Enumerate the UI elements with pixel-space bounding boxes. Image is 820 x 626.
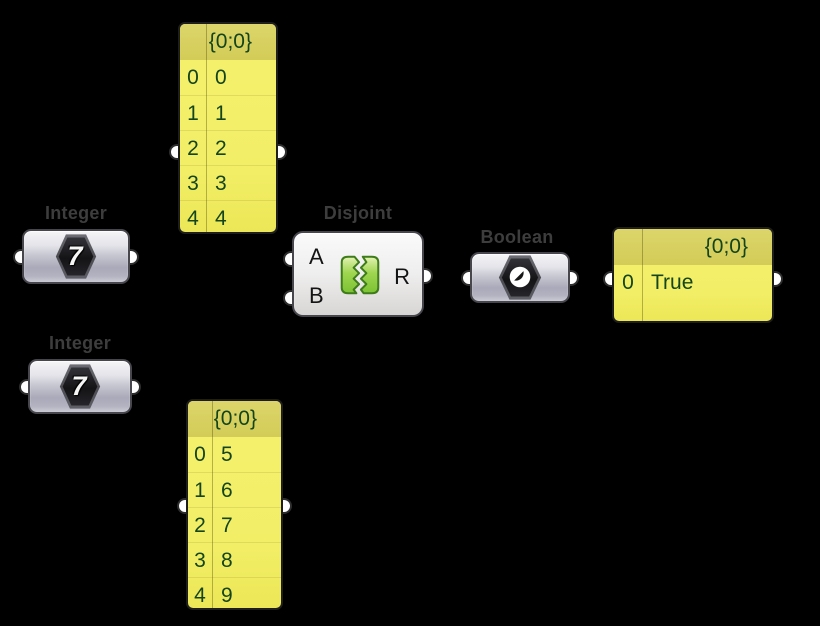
row-value: 1 [215,102,227,125]
panel-bottom-output-socket[interactable] [283,498,292,514]
row-index: 4 [194,584,206,607]
disjoint-split-icon [340,255,380,295]
disjoint-output-r-socket[interactable] [424,268,433,284]
boolean-input-socket[interactable] [461,269,470,286]
row-value: 8 [221,549,233,572]
row-value: True [651,271,694,294]
boolean-output-socket[interactable] [570,269,579,286]
row-index: 0 [622,271,634,294]
panel-path-header: {0;0} [614,229,772,265]
row-index: 1 [194,479,206,502]
panel-row: 1 1 [180,95,276,130]
row-value: 7 [221,514,233,537]
row-index: 3 [194,549,206,572]
component-label-integer-top: Integer [44,203,108,223]
component-integer-bottom[interactable]: 7 [19,359,141,414]
panel-row: 2 7 [188,507,281,542]
component-boolean[interactable] [461,252,579,303]
component-label-boolean: Boolean [480,227,554,247]
row-value: 0 [215,66,227,89]
disjoint-input-b-socket[interactable] [283,290,292,306]
component-label-disjoint: Disjoint [323,203,393,223]
row-value: 6 [221,479,233,502]
integer-top-output-socket[interactable] [130,248,139,265]
panel-column-divider [206,24,207,232]
panel-row: 1 6 [188,472,281,507]
row-index: 4 [187,207,199,230]
panel-row: 3 3 [180,165,276,200]
panel-top-output-socket[interactable] [278,144,287,160]
panel-result-input-socket[interactable] [603,271,612,287]
panel-result-output-socket[interactable] [774,271,783,287]
disjoint-input-a-label: A [309,244,324,269]
row-value: 9 [221,584,233,607]
row-index: 2 [194,514,206,537]
panel-bottom-input-socket[interactable] [177,498,186,514]
disjoint-input-a-socket[interactable] [283,251,292,267]
disjoint-output-r-label: R [394,264,410,289]
panel-result[interactable]: {0;0} 0 True [603,227,783,323]
panel-top-input-socket[interactable] [169,144,178,160]
panel-path-header: {0;0} [180,24,276,60]
integer-bottom-output-socket[interactable] [132,378,141,395]
panel-row: 0 True [614,265,772,300]
panel-values-bottom[interactable]: {0;0} 0 5 1 6 2 7 3 8 4 9 [177,399,292,610]
row-index: 1 [187,102,199,125]
row-value: 4 [215,207,227,230]
panel-row: 0 0 [180,60,276,95]
panel-row: 2 2 [180,130,276,165]
row-value: 3 [215,172,227,195]
integer-top-input-socket[interactable] [13,248,22,265]
hexagon-7-icon: 7 [59,364,101,409]
panel-path-header: {0;0} [188,401,281,437]
panel-row: 4 9 [188,577,281,608]
component-integer-top[interactable]: 7 [13,229,139,284]
panel-row: 4 4 [180,200,276,232]
row-index: 2 [187,137,199,160]
panel-row: 0 5 [188,437,281,472]
panel-values-top[interactable]: {0;0} 0 0 1 1 2 2 3 3 4 4 [169,22,287,234]
row-index: 0 [187,66,199,89]
boolean-contrast-icon [498,255,542,300]
integer-bottom-input-socket[interactable] [19,378,28,395]
disjoint-input-b-label: B [309,283,324,308]
row-index: 0 [194,443,206,466]
component-label-integer-bottom: Integer [48,333,112,353]
panel-column-divider [212,401,213,608]
row-value: 2 [215,137,227,160]
row-value: 5 [221,443,233,466]
row-index: 3 [187,172,199,195]
component-disjoint[interactable]: A B R [283,231,433,317]
panel-column-divider [642,229,643,321]
hexagon-7-icon: 7 [55,234,97,279]
panel-row: 3 8 [188,542,281,577]
